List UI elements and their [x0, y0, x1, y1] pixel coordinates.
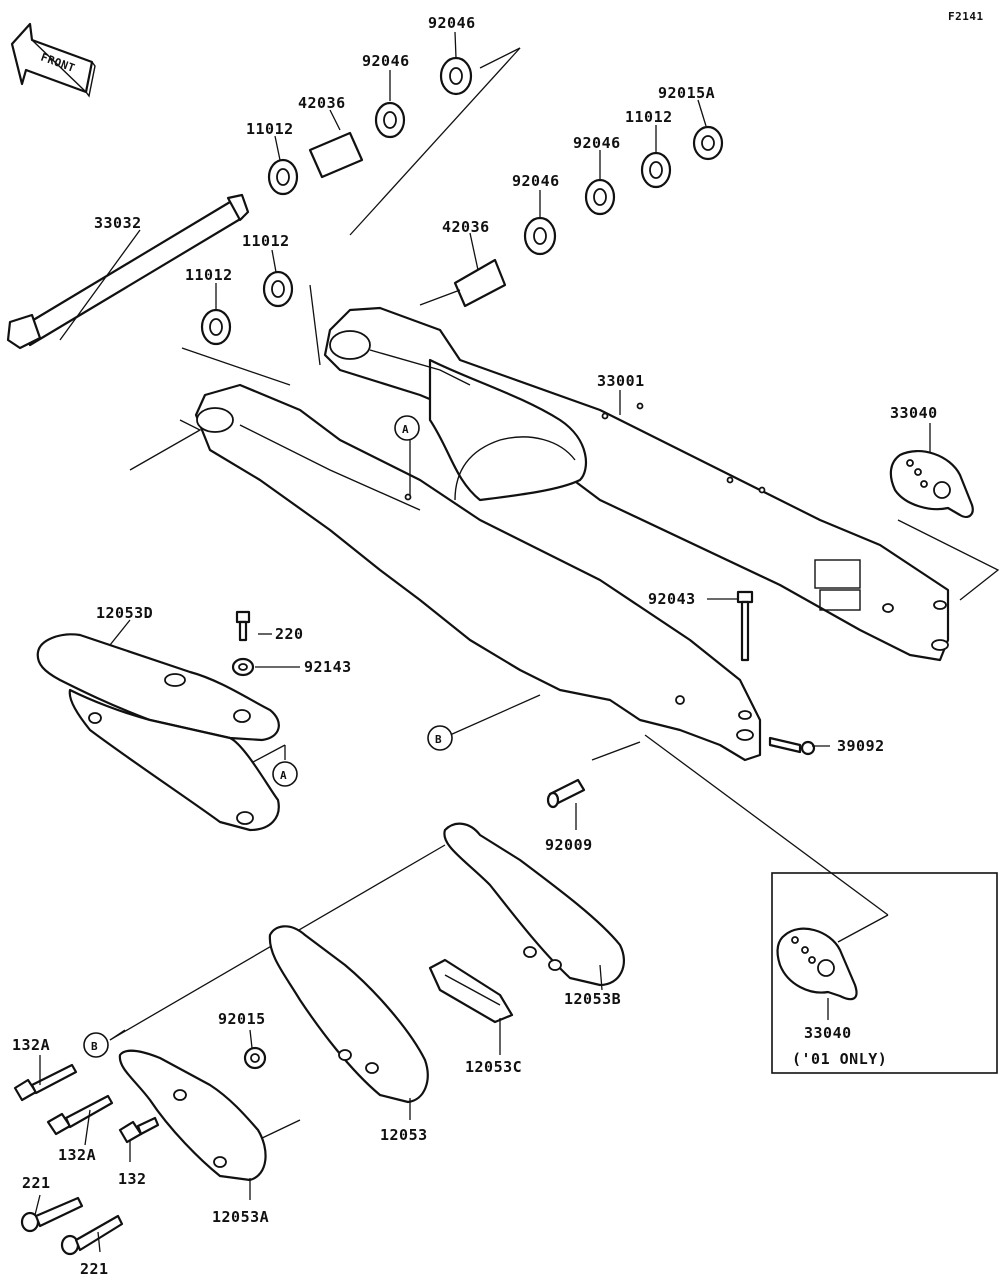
label-132: 132 [118, 1170, 147, 1188]
pivot-bearings-left [200, 56, 473, 346]
label-92046-d: 92046 [512, 172, 560, 190]
bolt-92043 [736, 590, 754, 662]
label-92043: 92043 [648, 590, 696, 608]
chain-adjuster-33040-01 [776, 927, 858, 1001]
label-33040-top: 33040 [890, 404, 938, 422]
label-12053B: 12053B [564, 990, 621, 1008]
diagram-code: F2141 [948, 10, 984, 23]
label-39092: 39092 [837, 737, 885, 755]
swingarm-33001 [194, 306, 950, 762]
label-132A-upper: 132A [12, 1036, 50, 1054]
grease-nipple-92009 [546, 778, 586, 809]
callout-a-top: A [394, 415, 420, 441]
callout-b-mid: B [427, 725, 453, 751]
screw-221-lower [60, 1214, 124, 1256]
label-132A-lower: 132A [58, 1146, 96, 1164]
cotter-pin-39092 [768, 736, 816, 756]
label-11012-d: 11012 [625, 108, 673, 126]
chain-guide-12053A [118, 1049, 267, 1182]
callout-b-left: B [83, 1032, 109, 1058]
svg-text:A: A [402, 423, 409, 436]
label-01-only: ('01 ONLY) [792, 1050, 887, 1068]
label-12053A: 12053A [212, 1208, 269, 1226]
label-12053: 12053 [380, 1126, 428, 1144]
label-12053C: 12053C [465, 1058, 522, 1076]
label-11012-a: 11012 [246, 120, 294, 138]
label-92009: 92009 [545, 836, 593, 854]
bolt-220 [235, 610, 251, 642]
chain-guide-12053B [443, 822, 625, 987]
leader-lines [34, 31, 931, 1253]
label-92015A: 92015A [658, 84, 715, 102]
label-221-lower: 221 [80, 1260, 109, 1278]
part-labels: 92046 92046 42036 11012 33032 11012 1101… [12, 14, 938, 1278]
label-12053D: 12053D [96, 604, 153, 622]
chain-slider-12053D [36, 633, 280, 832]
label-92143: 92143 [304, 658, 352, 676]
bolt-132A-upper [13, 1063, 78, 1102]
label-221-upper: 221 [22, 1174, 51, 1192]
svg-text:B: B [91, 1040, 98, 1053]
screw-221-upper [20, 1196, 84, 1233]
bolt-132 [118, 1116, 160, 1144]
label-11012-b: 11012 [242, 232, 290, 250]
label-92046-c: 92046 [573, 134, 621, 152]
chain-guide-12053 [268, 925, 429, 1104]
callout-a-left: A [272, 761, 298, 787]
pivot-bearings-right [453, 125, 724, 308]
label-42036-b: 42036 [442, 218, 490, 236]
bolt-132A-lower [46, 1094, 114, 1136]
chain-adjuster-33040-top [889, 450, 974, 519]
year-only-box [771, 872, 998, 1074]
label-220: 220 [275, 625, 304, 643]
svg-text:A: A [280, 769, 287, 782]
front-arrow-icon: FRONT [10, 22, 96, 98]
label-92046-b: 92046 [362, 52, 410, 70]
chain-guide-12053C [428, 958, 514, 1024]
collar-92143 [231, 657, 255, 677]
label-33040-01: 33040 [804, 1024, 852, 1042]
nut-92015 [243, 1046, 267, 1070]
label-92015: 92015 [218, 1010, 266, 1028]
svg-text:B: B [435, 733, 442, 746]
label-33001: 33001 [597, 372, 645, 390]
label-92046-a: 92046 [428, 14, 476, 32]
label-11012-c: 11012 [185, 266, 233, 284]
label-33032: 33032 [94, 214, 142, 232]
label-42036-a: 42036 [298, 94, 346, 112]
assembly-lines [109, 47, 1000, 1141]
pivot-shaft-33032 [6, 193, 250, 350]
